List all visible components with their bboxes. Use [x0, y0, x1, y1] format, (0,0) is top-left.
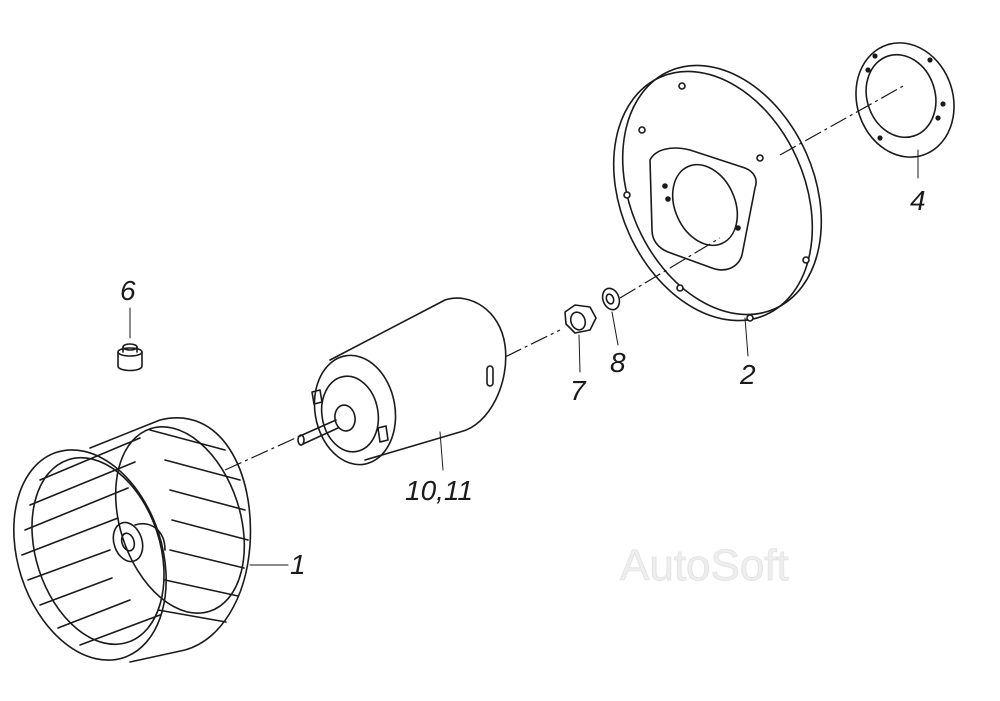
part-10-11-motor: [297, 297, 507, 471]
callout-part-7: 7: [570, 375, 587, 406]
callout-part-8: 8: [610, 347, 626, 378]
callout-part-2: 2: [739, 359, 756, 390]
callout-part-1: 1: [290, 549, 306, 580]
part-7-nut: [564, 304, 597, 373]
callout-part-10-11: 10,11: [405, 475, 473, 506]
callout-part-4: 4: [910, 185, 926, 216]
part-6-bushing: [117, 307, 143, 372]
watermark: AutoSoft: [620, 541, 789, 590]
part-2-flange: [612, 64, 823, 357]
callout-part-6: 6: [120, 275, 136, 306]
part-4-gasket: [855, 42, 955, 179]
impeller-blades: [21, 429, 249, 646]
part-8-washer: [601, 287, 621, 346]
part-1-impeller: [13, 417, 289, 663]
